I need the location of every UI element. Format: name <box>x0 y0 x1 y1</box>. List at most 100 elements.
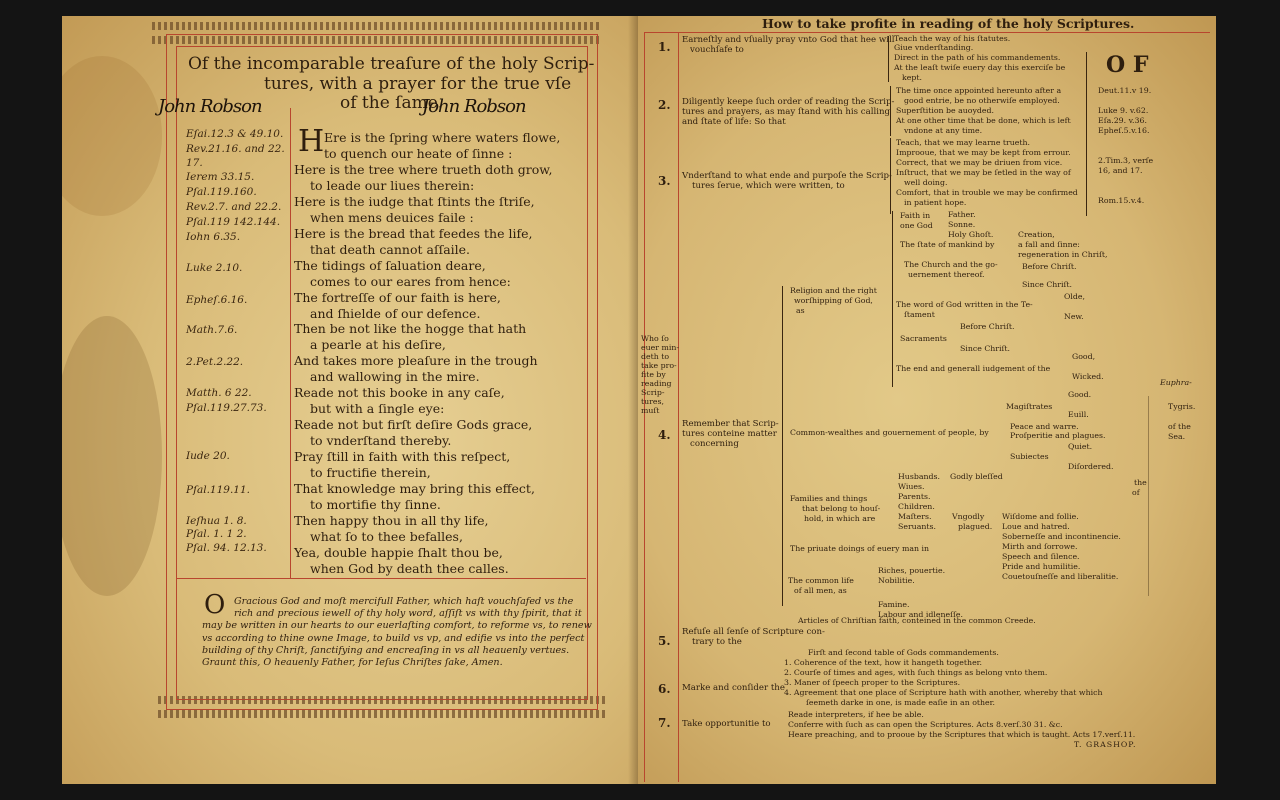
margin-reference: Pſal. 1. 1 2. <box>186 528 247 540</box>
virtue-vice: Pride and humilitie. <box>1002 562 1081 571</box>
rule-text: Take opportunitie to <box>682 719 771 729</box>
rule-item: At one other time that be done, which is… <box>896 116 1071 125</box>
doctrine-label: The end and generall iudgement of the <box>896 364 1051 373</box>
map-label: Sea. <box>1168 432 1186 441</box>
margin-reference: Ierem 33.15. <box>186 171 255 183</box>
rule-item: Heare preaching, and to prooue by the Sc… <box>788 730 1136 739</box>
rule-item: Conferre with ſuch as can open the Scrip… <box>788 720 1063 729</box>
rule-text: Remember that Scrip- <box>682 419 779 429</box>
rule-item: Firſt and ſecond table of Gods commandem… <box>808 648 999 657</box>
virtue-vice: Loue and hatred. <box>1002 522 1070 531</box>
rule-item: Correct, that we may be driuen from vice… <box>896 158 1063 167</box>
poem-line: That knowledge may bring this effect, <box>294 481 535 496</box>
doctrine-item: Good. <box>1068 390 1092 399</box>
bottom-ornament-border <box>158 710 608 718</box>
doctrine-item: Since Chriſt. <box>1022 280 1073 289</box>
margin-reference: Math.7.6. <box>186 324 238 336</box>
doctrine-item: Since Chriſt. <box>960 344 1011 353</box>
margin-reference: Pſal.119.27.73. <box>186 402 267 414</box>
prayer-line: building of thy Chriſt, ſanctifying and … <box>202 645 570 656</box>
poem-line: to leade our liues therein: <box>310 178 475 193</box>
side-note: Who ſo <box>641 334 669 343</box>
page-header: How to take profite in reading of the ho… <box>762 16 1135 31</box>
poem-line: The fortreſſe of our faith is here, <box>294 290 501 305</box>
doctrine-label: ſtament <box>904 310 935 319</box>
rule-item: vndone at any time. <box>904 126 983 135</box>
printer-name: T. GRASHOP. <box>1074 740 1137 749</box>
rule-text: Marke and conſider the <box>682 683 785 693</box>
poem-line: Ere is the ſpring where waters flowe, <box>324 130 561 145</box>
handwritten-signature: John Robson <box>158 96 263 117</box>
poem-line: Reade not but firſt deſire Gods grace, <box>294 417 533 432</box>
rule-text: tures ſerue, which were written, to <box>692 181 845 191</box>
rule-text: Refuſe all ſenſe of Scripture con- <box>682 627 825 637</box>
doctrine-item: Wicked. <box>1072 372 1104 381</box>
margin-reference: Pſal.119.160. <box>186 186 257 198</box>
rule-text: Earneſtly and vſually pray vnto God that… <box>682 35 895 45</box>
rule-item: Teach the way of his ſtatutes. <box>894 34 1011 43</box>
doctrine-item: Creation, <box>1018 230 1055 239</box>
category-label: of all men, as <box>794 586 847 595</box>
side-note: euer min- <box>641 343 679 352</box>
category-label: Religion and the right <box>790 286 877 295</box>
poem-line: Then happy thou in all thy life, <box>294 513 489 528</box>
poem-line: that death cannot aſſaile. <box>310 242 471 257</box>
household-outcome: plagued. <box>958 522 993 531</box>
category-label: worſhipping of God, <box>794 296 873 305</box>
side-note: muſt <box>641 406 660 415</box>
map-label: Euphra- <box>1160 378 1192 387</box>
rule-item: 3. Maner of ſpeech proper to the Scriptu… <box>784 678 961 687</box>
category-label: hold, in which are <box>804 514 876 523</box>
side-note: take pro- <box>641 361 677 370</box>
doctrine-label: uernement thereof. <box>908 270 985 279</box>
virtue-vice: Speech and ſilence. <box>1002 552 1080 561</box>
red-margin-rule <box>644 32 645 782</box>
map-label: the <box>1134 478 1147 487</box>
margin-reference: Iohn 6.35. <box>186 231 241 243</box>
rule-item: Teach, that we may learne trueth. <box>896 138 1031 147</box>
drop-cap: O <box>204 590 226 620</box>
poem-line: Pray ſtill in faith with this reſpect, <box>294 449 511 464</box>
doctrine-item: Holy Ghoſt. <box>948 230 994 239</box>
doctrine-item: Euill. <box>1068 410 1089 419</box>
prayer-rule <box>176 578 586 579</box>
page-title: tures, with a prayer for the true vſe <box>264 74 572 94</box>
poem-line: to mortifie thy ſinne. <box>310 497 441 512</box>
poem-line: Reade not this booke in any caſe, <box>294 385 505 400</box>
category-label: as <box>796 306 805 315</box>
red-frame-inner <box>176 46 588 700</box>
doctrine-label: Subiectes <box>1010 452 1049 461</box>
doctrine-item: regeneration in Chriſt, <box>1018 250 1108 259</box>
scripture-reference: Eſa.29. v.36. <box>1098 116 1147 125</box>
rule-text: Diligently keepe ſuch order of reading t… <box>682 97 895 107</box>
rule-text: trary to the <box>692 637 742 647</box>
brace-line <box>782 286 783 606</box>
side-note: Scrip- <box>641 388 665 397</box>
right-page: How to take profite in reading of the ho… <box>638 16 1216 784</box>
rule-item: Articles of Chriſtian faith, conteined i… <box>798 616 1036 625</box>
poem-line: Yea, double happie ſhalt thou be, <box>294 545 503 560</box>
household-outcome: Vngodly <box>952 512 985 521</box>
poem-line: to vnderſtand thereby. <box>310 433 452 448</box>
prayer-line: vs according to thine owne Image, to bui… <box>202 633 585 644</box>
margin-rule <box>290 108 291 578</box>
corner-heading: O F <box>1106 52 1149 78</box>
rule-item: Reade interpreters, if hee be able. <box>788 710 924 719</box>
rule-item: Comfort, that in trouble we may be confi… <box>896 188 1078 197</box>
doctrine-label: Faith in <box>900 211 931 220</box>
poem-line: Here is the iudge that ſtints the ſtriſe… <box>294 194 535 209</box>
virtue-vice: Wiſdome and follie. <box>1002 512 1079 521</box>
top-ornament-border <box>152 22 602 30</box>
map-label: of the <box>1168 422 1191 431</box>
virtue-vice: Soberneſſe and incontinencie. <box>1002 532 1121 541</box>
rule-number: 3. <box>658 174 671 188</box>
side-note: fite by <box>641 370 666 379</box>
rule-item: At the leaſt twiſe euery day this exerci… <box>894 63 1066 72</box>
prayer-line: Graunt this, O heauenly Father, for Ieſu… <box>202 657 503 668</box>
page-stain <box>62 316 162 596</box>
margin-reference: Matth. 6 22. <box>186 387 252 399</box>
red-margin-rule <box>678 32 679 782</box>
map-label: of <box>1132 488 1140 497</box>
brace-line <box>890 86 891 136</box>
